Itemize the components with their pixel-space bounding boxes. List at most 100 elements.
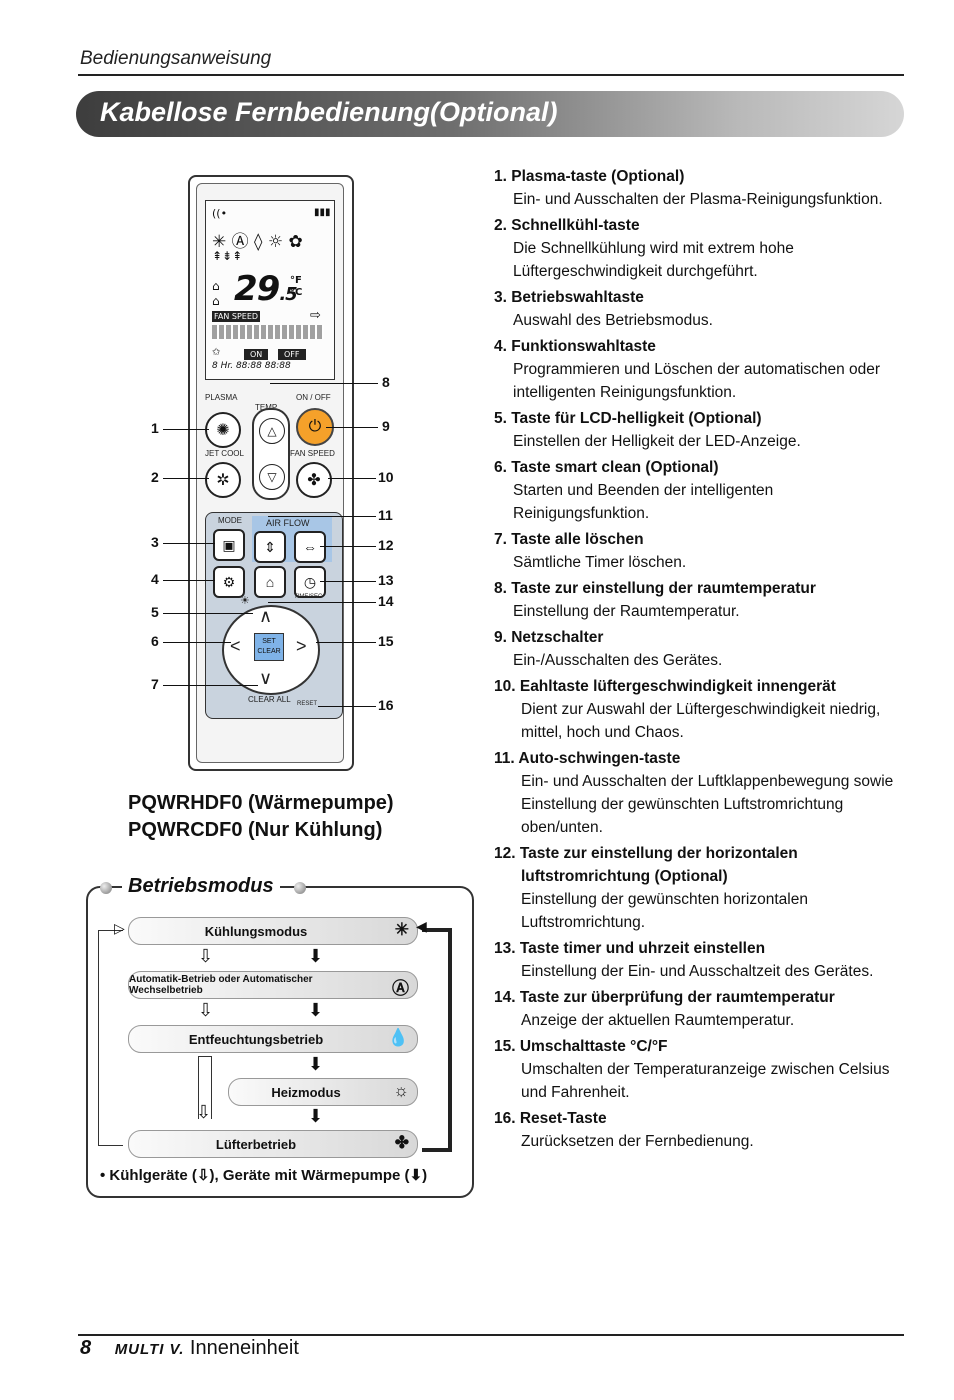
- lcd-off: OFF: [278, 349, 306, 360]
- heatpump-arrow-icon: ⬇: [308, 1106, 324, 1126]
- battery-icon: ▮▮▮: [314, 207, 331, 218]
- function-button[interactable]: ⚙: [213, 566, 245, 598]
- jetcool-icon: ✲: [216, 472, 230, 489]
- temp-down-button[interactable]: ▽: [259, 464, 285, 490]
- callout-line: [270, 383, 378, 385]
- down-arrow-icon[interactable]: ∨: [259, 668, 273, 688]
- callout-4: 4: [151, 571, 159, 587]
- mode-icon: ▣: [222, 536, 236, 553]
- callout-16: 16: [378, 697, 394, 713]
- right-arrow-icon[interactable]: >: [296, 636, 307, 656]
- snowflake-icon: ✳: [394, 920, 409, 939]
- footer-divider: [78, 1334, 904, 1336]
- callout-line: [320, 546, 376, 548]
- mode-button[interactable]: ▣: [213, 529, 245, 561]
- list-item: 14. Taste zur überprüfung der raumtemper…: [494, 989, 835, 1029]
- up-arrow-icon[interactable]: ∧: [259, 606, 273, 626]
- callout-14: 14: [378, 593, 394, 609]
- callout-line: [163, 613, 253, 615]
- mode-label: MODE: [218, 516, 242, 525]
- callout-12: 12: [378, 537, 394, 553]
- heatpump-arrow-icon: ⬇: [308, 946, 324, 966]
- callout-line: [163, 429, 209, 431]
- lcd-temperature: 29.5: [234, 269, 298, 309]
- jetcool-button[interactable]: ✲: [205, 462, 241, 498]
- callout-8: 8: [382, 374, 390, 390]
- page-number: 8: [80, 1337, 92, 1359]
- clearall-label: CLEAR ALL: [248, 695, 291, 704]
- mode-fan: Lüfterbetrieb✤: [128, 1130, 418, 1158]
- list-item: 12. Taste zur einstellung der horizontal…: [494, 845, 808, 931]
- cooling-arrow-icon: ⇩: [196, 1102, 212, 1122]
- mode-auto: Automatik-Betrieb oder Automatischer Wec…: [128, 971, 418, 999]
- plasma-button[interactable]: ✺: [205, 412, 241, 448]
- cooling-arrow-icon: ⇩: [196, 1167, 210, 1184]
- mode-legend: • Kühlgeräte (⇩), Geräte mit Wärmepumpe …: [100, 1167, 428, 1184]
- callout-11: 11: [378, 507, 393, 523]
- bullet-dot: [294, 882, 306, 894]
- callout-line: [268, 516, 376, 518]
- heatpump-arrow-icon: ⬇: [409, 1167, 423, 1184]
- list-item: 8. Taste zur einstellung der raumtempera…: [494, 580, 816, 620]
- mode-icons-row: ✳ Ⓐ ◊ ☼ ✿: [212, 232, 303, 252]
- list-item: 6. Taste smart clean (Optional)Starten u…: [494, 459, 774, 522]
- onoff-label: ON / OFF: [296, 393, 331, 402]
- brand-logo: MULTI V.: [114, 1341, 185, 1358]
- fanspeed-label: FAN SPEED: [290, 449, 335, 458]
- reset-label: RESET: [297, 701, 318, 707]
- vertical-arrows-icon: ⇕: [264, 538, 276, 555]
- fanspeed-button[interactable]: ✤: [296, 462, 332, 498]
- callout-line: [163, 580, 215, 582]
- header-divider: [78, 74, 904, 76]
- model-heatpump: PQWRHDF0 (Wärmepumpe): [128, 792, 394, 814]
- lcd-units: °F°C: [290, 275, 303, 298]
- cooling-long-arrow: [198, 1056, 212, 1119]
- room-temp-button[interactable]: ⌂: [254, 566, 286, 598]
- temp-rocker[interactable]: △ ▽: [252, 408, 290, 500]
- list-item: 10. Eahltaste lüftergeschwindigkeit inne…: [494, 678, 881, 741]
- power-icon: ⏻: [308, 418, 322, 435]
- temp-up-button[interactable]: △: [259, 418, 285, 444]
- callout-13: 13: [378, 572, 394, 588]
- callout-line: [318, 706, 376, 708]
- callout-line: [163, 685, 258, 687]
- callout-5: 5: [151, 604, 159, 620]
- fan-icon: ✤: [307, 472, 321, 489]
- bulb-icon: ☀: [240, 595, 250, 607]
- left-arrow-icon[interactable]: <: [230, 636, 241, 656]
- cooling-arrow-icon: ⇩: [198, 946, 214, 966]
- timer-button[interactable]: ◷: [294, 566, 326, 598]
- callout-line: [328, 478, 376, 480]
- airflow-icons-row: ⇞⇟⇞: [212, 249, 243, 263]
- plasma-label: PLASMA: [205, 393, 238, 402]
- thermo-icon: ⌂⌂: [212, 279, 220, 308]
- callout-1: 1: [151, 420, 159, 436]
- droplet-icon: 💧: [387, 1028, 409, 1047]
- footer: 8 MULTI V. Inneneinheit: [80, 1337, 299, 1360]
- lcd-on: ON: [244, 349, 269, 360]
- callout-line: [163, 543, 215, 545]
- heatpump-arrow-icon: ⬇: [308, 1000, 324, 1020]
- callout-line: [320, 581, 376, 583]
- horizontal-arrows-icon: ⇔: [303, 539, 317, 555]
- callout-line: [163, 478, 209, 480]
- clock-icon: ◷: [303, 573, 317, 590]
- heatpump-return-arrow-icon: ◀: [416, 918, 427, 934]
- callout-line: [163, 642, 231, 644]
- sun-icon: ☼: [393, 1081, 409, 1100]
- cooling-return-line: [98, 930, 123, 1146]
- section-title: Kabellose Fernbedienung(Optional): [100, 97, 558, 127]
- gear-icon: ⚙: [222, 573, 236, 590]
- list-item: 1. Plasma-taste (Optional)Ein- und Aussc…: [494, 168, 883, 208]
- callout-line: [316, 642, 376, 644]
- callout-10: 10: [378, 469, 394, 485]
- lcd-fan-speed: FAN SPEED: [212, 311, 261, 322]
- vertical-swing-button[interactable]: ⇕: [254, 531, 286, 563]
